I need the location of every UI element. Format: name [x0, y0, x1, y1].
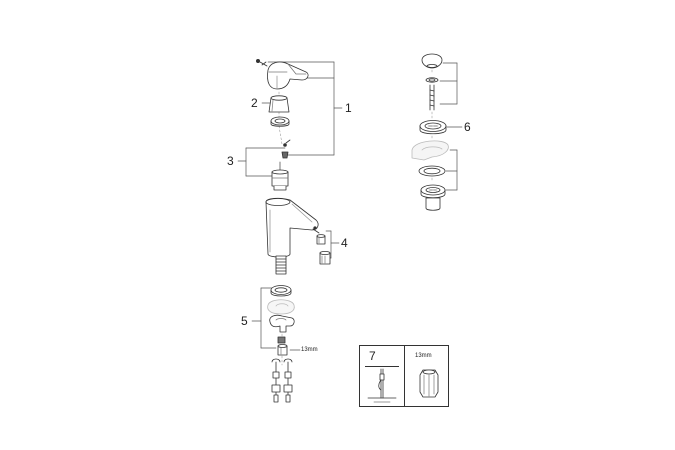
nut-13mm-icon: [419, 369, 439, 398]
handle-screw: [255, 59, 268, 67]
lever-handle: [267, 61, 309, 90]
callout-2: 2: [251, 96, 258, 110]
leader-lines-waste: [439, 62, 463, 191]
cartridge-screws: [281, 139, 291, 159]
legend-size-label: 13mm: [415, 353, 432, 359]
popup-plug-cap: [421, 53, 443, 69]
callout-6: 6: [464, 120, 471, 134]
plug-seal: [425, 77, 439, 83]
sealing-washer: [418, 165, 446, 177]
legend-divider: [404, 346, 405, 406]
nut-size-label: 13mm: [301, 347, 318, 353]
callout-5: 5: [241, 314, 248, 328]
faucet-body: [265, 197, 319, 258]
mounting-ring: [270, 285, 292, 297]
sleeve-nut-13mm: [277, 344, 288, 356]
lock-nut: [420, 184, 446, 199]
waste-flange: [419, 120, 447, 135]
threaded-shank: [275, 255, 287, 275]
flexible-hoses: [271, 358, 293, 403]
plug-rod: [429, 84, 435, 111]
retaining-ring: [270, 116, 290, 127]
callout-4: 4: [341, 236, 348, 250]
callout-3: 3: [227, 154, 234, 168]
ghost-gasket: [411, 140, 449, 161]
mounting-bracket: [269, 314, 295, 333]
callout-1: 1: [345, 101, 352, 115]
fixing-nut: [277, 336, 286, 344]
cartridge: [271, 161, 289, 191]
waste-tailpiece: [425, 197, 441, 211]
ghost-washer: [267, 299, 295, 315]
legend-number: 7: [369, 349, 376, 363]
aerator-parts: [312, 226, 331, 265]
tool-legend-box: 7 13mm: [359, 345, 449, 407]
assembly-tool-icon: [367, 368, 397, 403]
legend-number-rule: [365, 366, 399, 367]
cap: [268, 95, 290, 113]
